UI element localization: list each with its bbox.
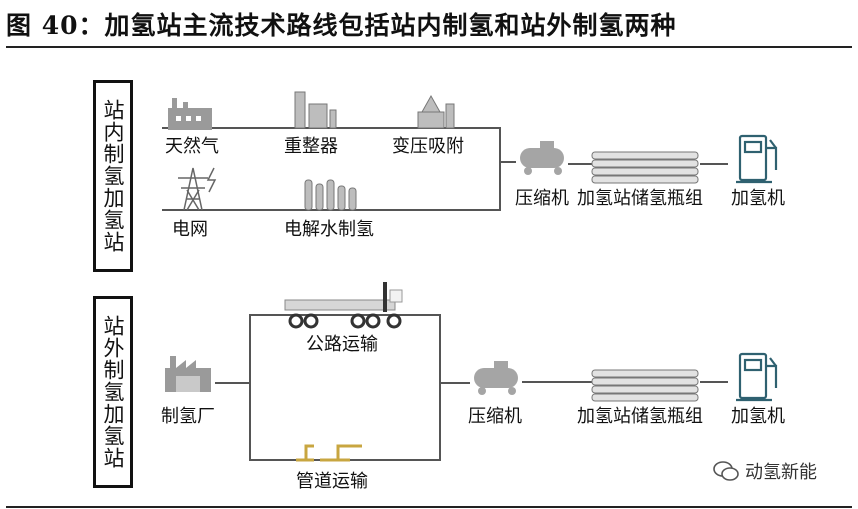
- onsite-station-label: 站内制氢加氢站: [101, 99, 125, 253]
- offsite-station-box: 站外制氢加氢站: [93, 296, 133, 488]
- pipeline-icon: [296, 444, 362, 462]
- bottom-rule: [6, 506, 852, 508]
- watermark: 动氢新能: [713, 458, 817, 484]
- factory-label: 制氢厂: [161, 406, 215, 427]
- offsite-compressor-label: 压缩机: [468, 406, 522, 427]
- factory-icon: [165, 356, 211, 392]
- figure-title: 图 40：加氢站主流技术路线包括站内制氢和站外制氢两种: [6, 11, 677, 40]
- onsite-compressor-label: 压缩机: [515, 188, 569, 209]
- electrolysis-icon: [304, 179, 357, 211]
- gas-plant-icon: [168, 98, 212, 130]
- watermark-text: 动氢新能: [745, 462, 817, 483]
- wechat-icon: [713, 461, 739, 481]
- onsite-station-box: 站内制氢加氢站: [93, 80, 133, 272]
- onsite-dispenser-label: 加氢机: [731, 188, 785, 209]
- offsite-station-label: 站外制氢加氢站: [101, 315, 125, 469]
- offsite-dispenser-label: 加氢机: [731, 406, 785, 427]
- offsite-dispenser-icon: [736, 352, 778, 402]
- offsite-storage-label: 加氢站储氢瓶组: [577, 406, 703, 427]
- onsite-compressor-icon: [520, 141, 564, 175]
- offsite-storage-bank-icon: [591, 369, 699, 402]
- tube-trailer-icon: [284, 282, 403, 329]
- road-transport-label: 公路运输: [306, 334, 378, 355]
- reformer-label: 重整器: [284, 136, 338, 157]
- psa-icon: [417, 94, 455, 129]
- onsite-storage-bank-icon: [591, 151, 699, 184]
- electrolysis-label: 电解水制氢: [284, 219, 374, 240]
- grid-label: 电网: [172, 219, 208, 240]
- onsite-dispenser-icon: [736, 134, 778, 184]
- reformer-icon: [294, 91, 337, 129]
- pipeline-label: 管道运输: [296, 471, 368, 492]
- offsite-connector-lines: [215, 314, 728, 461]
- power-tower-icon: [178, 167, 217, 211]
- onsite-storage-label: 加氢站储氢瓶组: [577, 188, 703, 209]
- offsite-compressor-icon: [474, 361, 518, 395]
- top-rule: [6, 46, 852, 48]
- psa-label: 变压吸附: [392, 136, 464, 157]
- natural-gas-label: 天然气: [165, 136, 219, 157]
